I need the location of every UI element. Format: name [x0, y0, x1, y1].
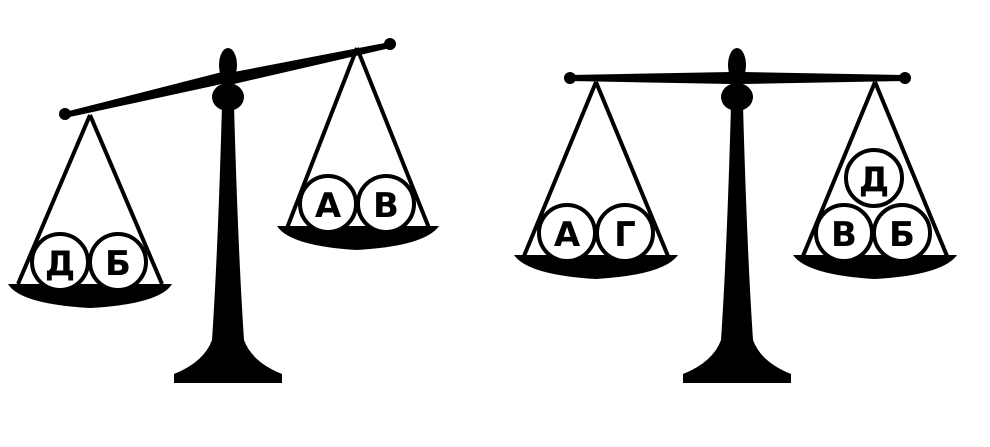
scale-right-beam-end-right: [899, 72, 911, 84]
weight-label: А: [554, 215, 581, 255]
scale-left: Д Б А В: [8, 38, 439, 383]
pan-dish: [793, 255, 957, 279]
scale-right-pivot: [721, 83, 753, 111]
pan-string: [873, 81, 949, 257]
weight-label: Д: [859, 160, 889, 200]
scale-right-beam-end-left: [564, 72, 576, 84]
scale-left-pan-right: А В: [277, 47, 439, 250]
scale-right: А Г В Б: [514, 48, 957, 383]
scale-left-pivot: [212, 83, 244, 111]
pan-dish: [514, 255, 678, 279]
weight-label: Б: [889, 215, 915, 255]
weight-label: А: [315, 186, 342, 226]
weight: Б: [88, 232, 148, 292]
scale-left-pan-left: Д Б: [8, 114, 172, 308]
scale-left-stand: [174, 105, 282, 383]
weight-label: В: [831, 215, 857, 255]
weight: А: [298, 174, 358, 234]
weight: Б: [872, 203, 932, 263]
scale-right-pivot-top: [728, 48, 746, 82]
weight-label: Б: [105, 244, 131, 284]
weight: А: [537, 203, 597, 263]
weight: В: [814, 203, 874, 263]
scale-right-pan-right: В Б Д: [793, 81, 957, 279]
pan-dish: [277, 226, 439, 250]
weight: Г: [595, 203, 655, 263]
weight-circle: [88, 232, 148, 292]
weight-circle: [595, 203, 655, 263]
weight-label: Г: [614, 215, 636, 255]
weight-circle: [844, 148, 904, 208]
weight-circle: [356, 174, 416, 234]
scale-left-pivot-top: [219, 48, 237, 82]
pan-string: [522, 81, 598, 257]
pan-string: [88, 114, 164, 285]
scale-right-pan-left: А Г: [514, 81, 678, 279]
scale-right-stand: [683, 105, 791, 383]
pan-dish: [8, 284, 172, 308]
pan-string: [355, 47, 431, 229]
weight: Д: [844, 148, 904, 208]
weight-label: В: [373, 186, 399, 226]
weight-label: Д: [45, 244, 75, 284]
weight: В: [356, 174, 416, 234]
scale-left-beam-end-left: [59, 108, 71, 120]
pan-string: [594, 81, 670, 257]
weight: Д: [30, 232, 90, 292]
scale-left-beam-end-right: [384, 38, 396, 50]
pan-string: [16, 114, 92, 285]
weight-circle: [872, 203, 932, 263]
